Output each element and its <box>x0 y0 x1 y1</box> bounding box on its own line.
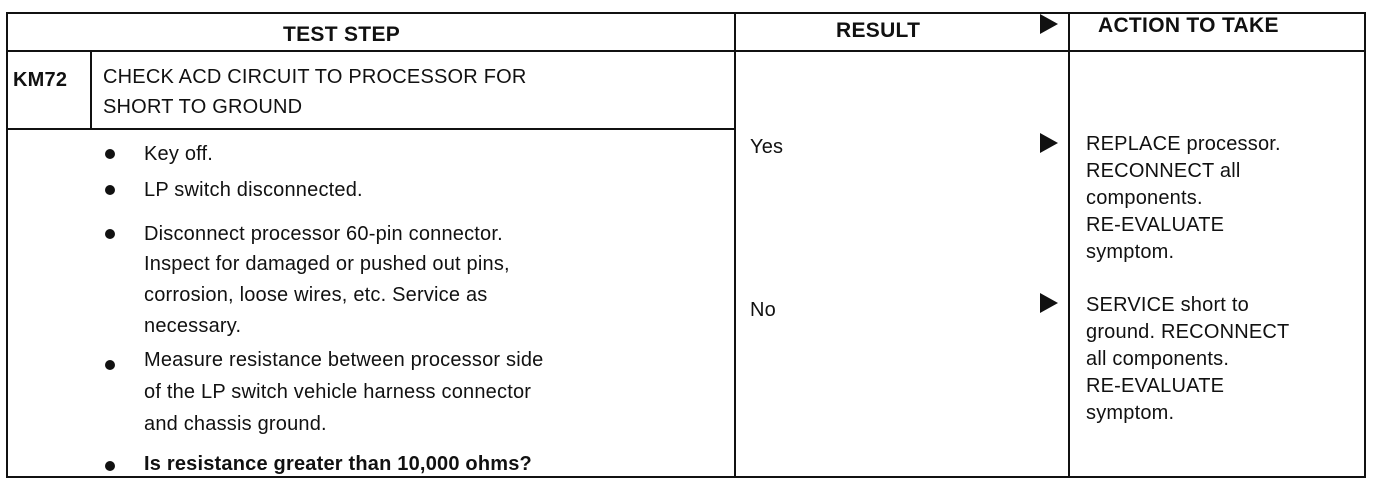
header-divider <box>6 50 1366 52</box>
action-column-divider <box>1068 12 1070 478</box>
result-yes: Yes <box>750 136 784 158</box>
action-no-line5: symptom. <box>1086 402 1175 424</box>
action-no-line3: all components. <box>1086 348 1230 370</box>
instruction-key-off: Key off. <box>144 143 214 165</box>
bullet-icon <box>105 185 115 195</box>
instruction-disconnect-line3: corrosion, loose wires, etc. Service as <box>144 284 488 306</box>
instruction-disconnect-line2: Inspect for damaged or pushed out pins, <box>144 253 510 275</box>
instruction-disconnect-line1: Disconnect processor 60-pin connector. <box>144 223 503 245</box>
step-code-divider <box>90 50 92 130</box>
instruction-measure-line1: Measure resistance between processor sid… <box>144 349 544 371</box>
action-yes: REPLACE processor. RECONNECT all compone… <box>1086 131 1281 266</box>
bullet-icon <box>105 149 115 159</box>
step-title-line1: CHECK ACD CIRCUIT TO PROCESSOR FOR <box>103 66 527 88</box>
step-title-divider <box>6 128 736 130</box>
result-no: No <box>750 299 776 321</box>
step-code: KM72 <box>13 69 68 91</box>
header-action-to-take: ACTION TO TAKE <box>1098 14 1279 37</box>
result-yes-arrow-icon <box>1040 133 1058 153</box>
bullet-icon <box>105 360 115 370</box>
action-yes-line4: RE-EVALUATE <box>1086 214 1225 236</box>
instruction-question: Is resistance greater than 10,000 ohms? <box>144 453 532 475</box>
action-yes-line2: RECONNECT all <box>1086 160 1241 182</box>
action-no-line4: RE-EVALUATE <box>1086 375 1225 397</box>
action-no-line1: SERVICE short to <box>1086 294 1249 316</box>
header-arrow-icon <box>1040 14 1058 34</box>
header-result: RESULT <box>836 19 921 42</box>
instruction-disconnect-line4: necessary. <box>144 315 242 337</box>
action-yes-line1: REPLACE processor. <box>1086 133 1281 155</box>
bullet-icon <box>105 229 115 239</box>
step-title-line2: SHORT TO GROUND <box>103 96 303 118</box>
result-no-arrow-icon <box>1040 293 1058 313</box>
test-step-table <box>6 12 1366 478</box>
action-no-line2: ground. RECONNECT <box>1086 321 1290 343</box>
instruction-lp-switch: LP switch disconnected. <box>144 179 363 201</box>
bullet-icon <box>105 461 115 471</box>
result-column-divider <box>734 12 736 478</box>
header-test-step: TEST STEP <box>283 23 401 46</box>
action-no: SERVICE short to ground. RECONNECT all c… <box>1086 292 1289 427</box>
action-yes-line5: symptom. <box>1086 241 1175 263</box>
instruction-measure-line2: of the LP switch vehicle harness connect… <box>144 381 532 403</box>
instruction-measure-line3: and chassis ground. <box>144 413 327 435</box>
action-yes-line3: components. <box>1086 187 1203 209</box>
